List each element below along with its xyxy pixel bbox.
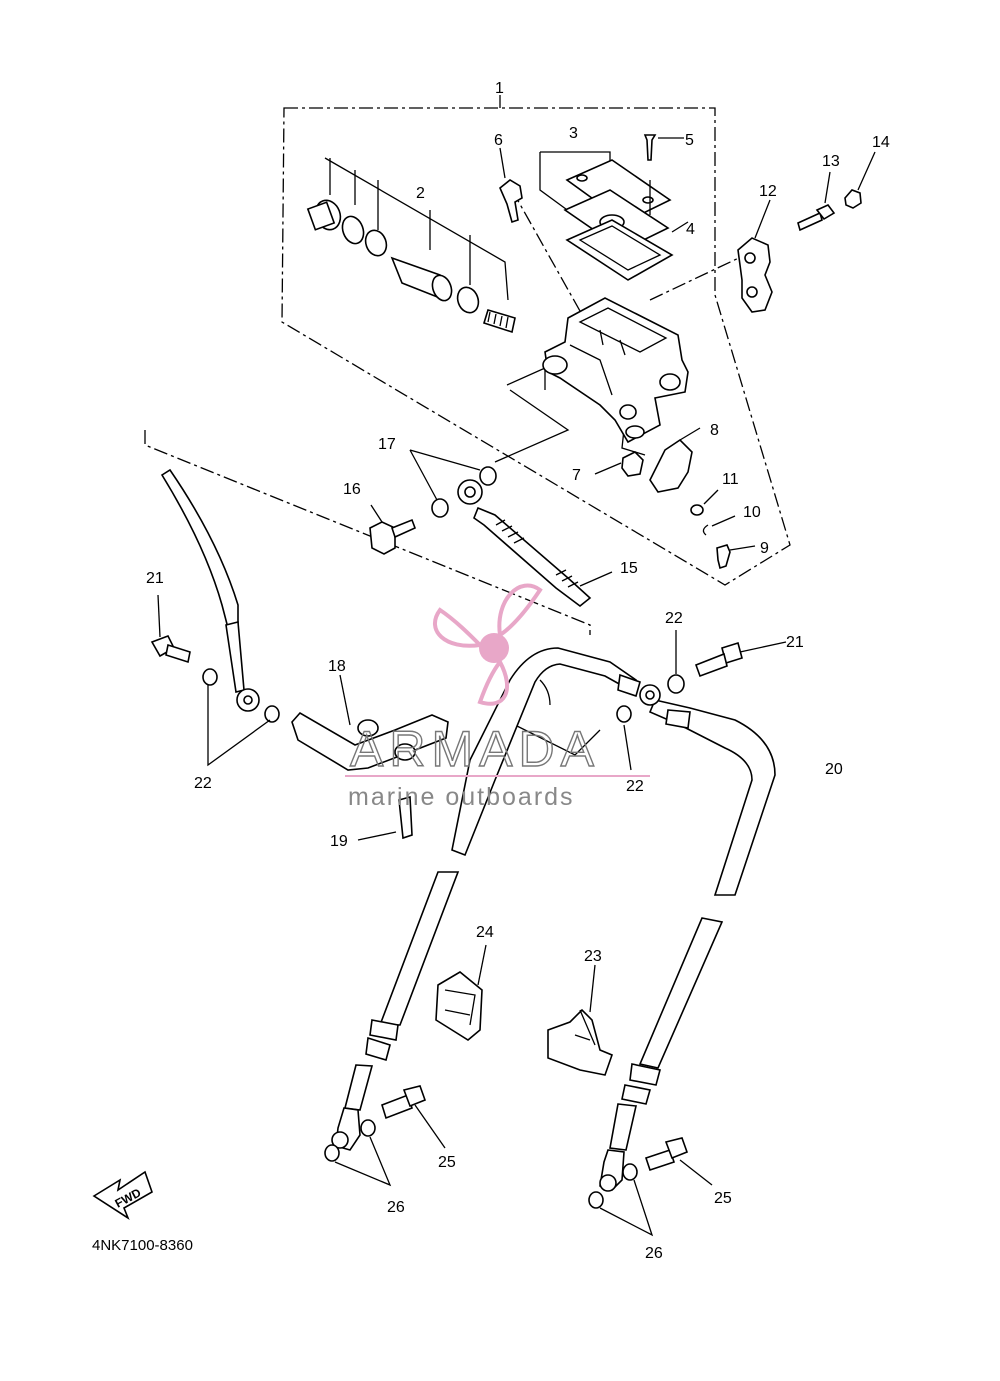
callout-20: 20 — [825, 761, 843, 778]
callout-25-left: 25 — [438, 1154, 456, 1171]
callout-4: 4 — [686, 221, 695, 238]
callout-19: 19 — [330, 833, 348, 850]
callout-labels: 1 2 3 4 5 6 7 8 9 10 11 12 13 14 15 16 1… — [146, 80, 890, 1262]
bleed-screw — [499, 147, 523, 224]
callout-23: 23 — [584, 948, 602, 965]
watermark-tagline: marine outboards — [348, 783, 575, 811]
callout-14: 14 — [872, 134, 890, 151]
callout-7: 7 — [572, 467, 581, 484]
fwd-arrow-icon: FWD — [92, 1170, 153, 1221]
callout-6: 6 — [494, 132, 503, 149]
brake-hose-15 — [369, 449, 613, 608]
callout-9: 9 — [760, 540, 769, 557]
callout-26-right: 26 — [645, 1245, 663, 1262]
assembly-outline — [144, 95, 791, 635]
callout-24: 24 — [476, 924, 494, 941]
callout-1: 1 — [495, 80, 504, 97]
drawing-code: 4NK7100-8360 — [92, 1237, 193, 1254]
callout-22-left: 22 — [194, 775, 212, 792]
armada-watermark: ARMADA marine outboards — [345, 583, 650, 811]
holder-clamp — [737, 151, 876, 313]
callout-26-left: 26 — [387, 1199, 405, 1216]
callout-21-right: 21 — [786, 634, 804, 651]
callout-21-left: 21 — [146, 570, 164, 587]
brake-joint — [291, 674, 632, 841]
callout-12: 12 — [759, 183, 777, 200]
callout-22-top: 22 — [665, 610, 683, 627]
propeller-logo-icon — [433, 583, 543, 706]
callout-18: 18 — [328, 658, 346, 675]
callout-10: 10 — [743, 504, 761, 521]
callout-25-right: 25 — [714, 1190, 732, 1207]
upper-right-union-bolt — [623, 630, 787, 771]
reservoir-cap — [539, 134, 689, 281]
brake-switch — [594, 427, 756, 570]
callout-15: 15 — [620, 560, 638, 577]
lower-union-bolts — [324, 1085, 713, 1237]
callout-2: 2 — [416, 185, 425, 202]
piston-kit — [306, 157, 516, 334]
callout-17: 17 — [378, 436, 396, 453]
callout-3: 3 — [569, 125, 578, 142]
callout-5: 5 — [685, 132, 694, 149]
brake-hose-20 — [331, 647, 776, 1192]
callout-16: 16 — [343, 481, 361, 498]
hose-clamps — [435, 944, 614, 1076]
master-cylinder-body — [542, 297, 689, 444]
upper-left-hose — [150, 468, 280, 767]
watermark-brand: ARMADA — [350, 721, 600, 777]
callout-11: 11 — [722, 471, 739, 488]
callout-13: 13 — [822, 153, 840, 170]
callout-22-center: 22 — [626, 778, 644, 795]
callout-8: 8 — [710, 422, 719, 439]
